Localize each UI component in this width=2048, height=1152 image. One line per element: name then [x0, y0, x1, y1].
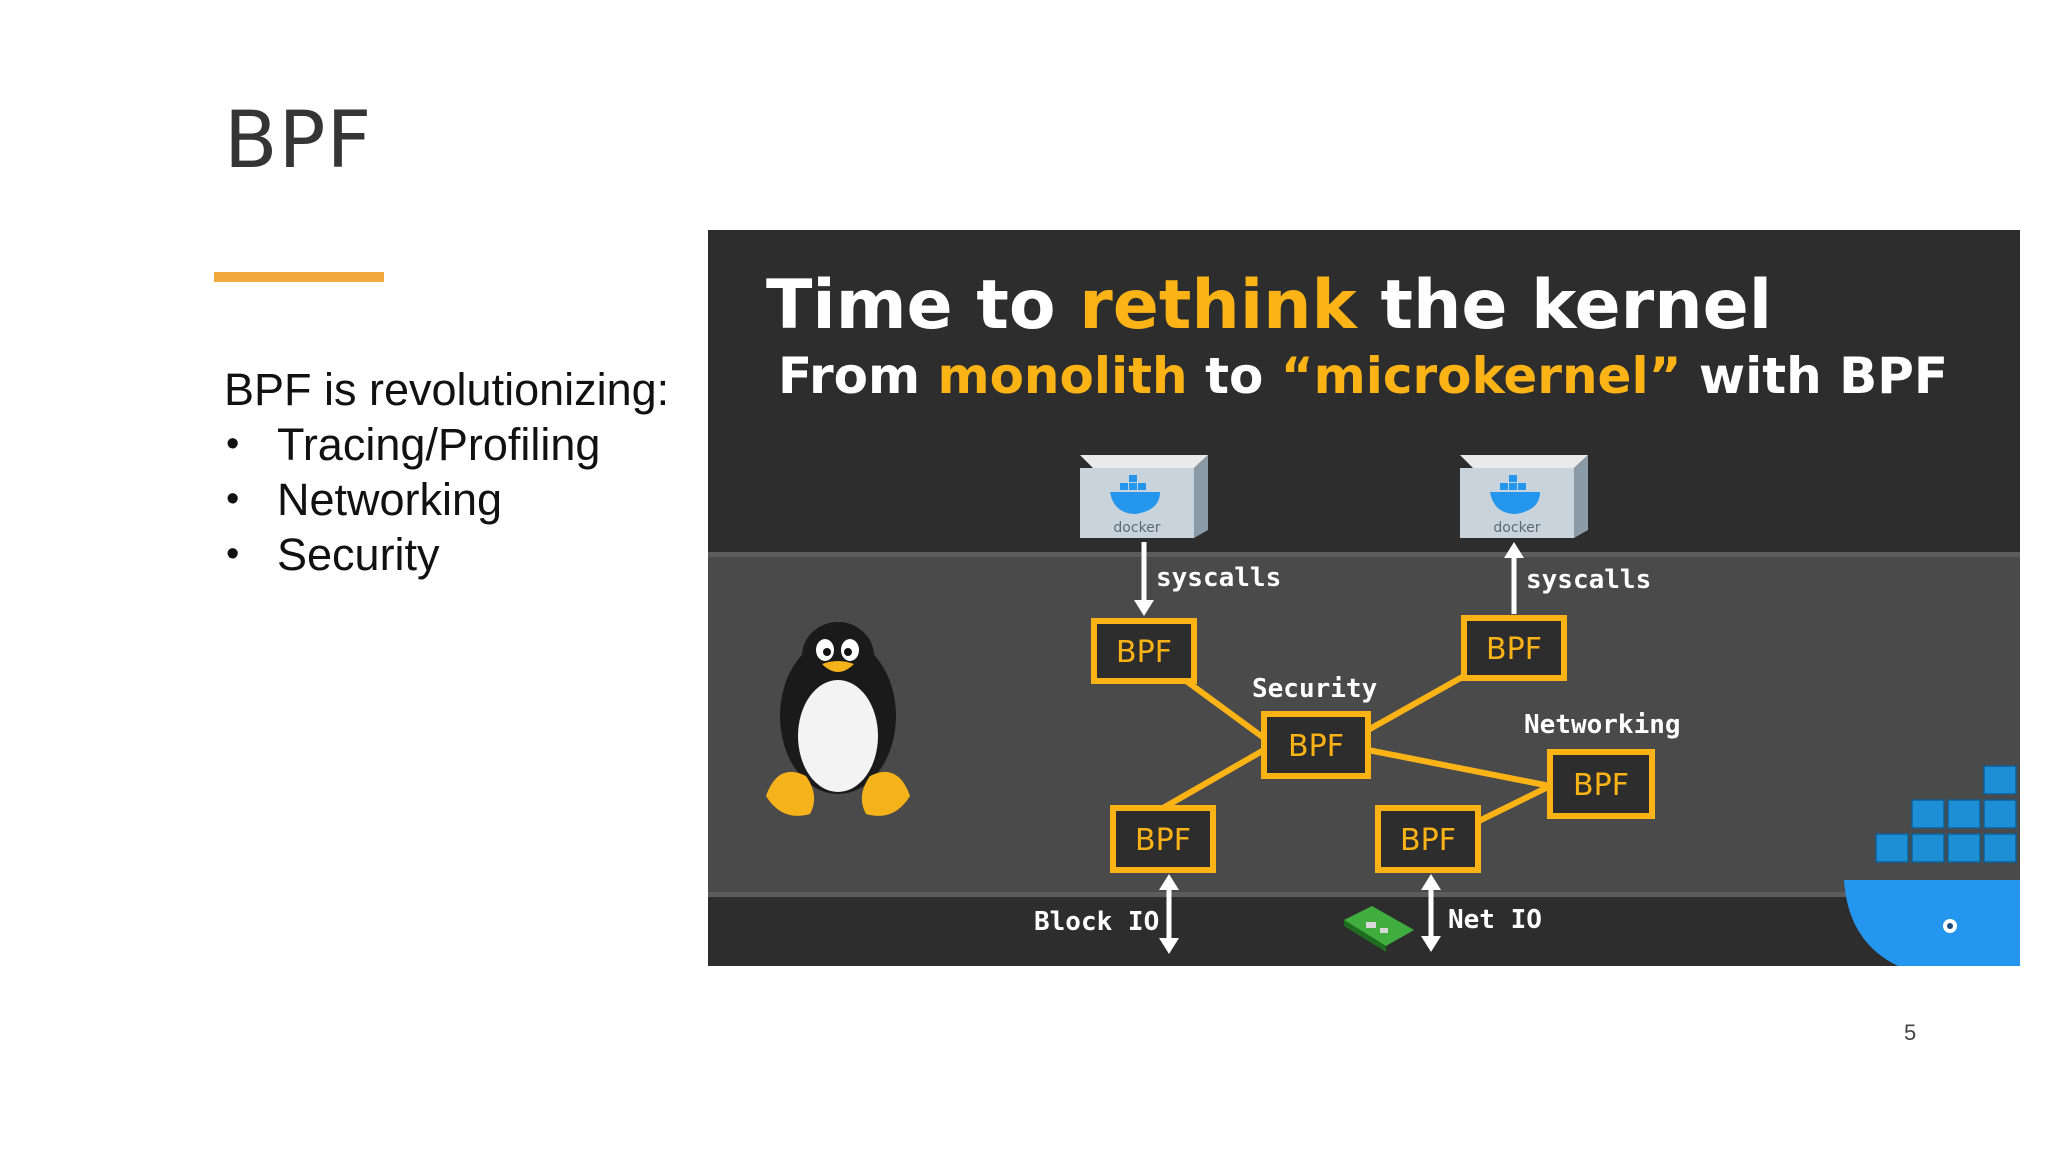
slide-title: BPF [224, 96, 373, 186]
syscalls-label-left: syscalls [1156, 563, 1281, 593]
kernel-band-top-edge [708, 552, 2020, 557]
bpf-box-syscalls-out: BPF [1461, 615, 1567, 681]
docker-whale-logo [1844, 765, 2020, 966]
docker-label: docker [1493, 520, 1540, 536]
bpf-box-security: BPF [1261, 711, 1371, 779]
networking-label: Networking [1524, 710, 1681, 740]
embedded-talk-screenshot: Time to rethink the kernel From monolith… [708, 230, 2020, 966]
docker-whale-icon [1110, 475, 1160, 514]
network-card-icon [1344, 906, 1414, 952]
syscalls-label-right: syscalls [1526, 565, 1651, 595]
slide-body: BPF is revolutionizing: Tracing/Profilin… [224, 362, 669, 582]
docker-container-right: docker [1460, 455, 1588, 538]
bullet-item: Networking [224, 472, 669, 527]
net-io-label: Net IO [1448, 905, 1542, 935]
syscalls-arrow-down [1134, 542, 1154, 616]
bpf-label: BPF [1573, 768, 1629, 803]
block-io-arrow [1159, 874, 1179, 954]
security-label: Security [1252, 674, 1377, 704]
bpf-box-block-io: BPF [1110, 805, 1216, 873]
kernel-band-bottom-edge [708, 892, 2020, 897]
title-accent-bar [214, 272, 384, 282]
talk-subheading: From monolith to “microkernel” with BPF [778, 347, 1948, 405]
docker-container-left: docker [1080, 455, 1208, 538]
docker-whale-icon [1490, 475, 1540, 514]
bullet-list: Tracing/Profiling Networking Security [224, 417, 669, 582]
page-number: 5 [1904, 1020, 1917, 1045]
bullet-item: Tracing/Profiling [224, 417, 669, 472]
tux-penguin-icon [766, 622, 910, 816]
intro-text: BPF is revolutionizing: [224, 364, 670, 415]
bullet-item: Security [224, 527, 669, 582]
bpf-label: BPF [1400, 823, 1456, 858]
bpf-label: BPF [1116, 635, 1172, 670]
bpf-label: BPF [1288, 729, 1344, 764]
net-io-arrow [1421, 874, 1441, 952]
bpf-label: BPF [1135, 823, 1191, 858]
block-io-label: Block IO [1034, 907, 1159, 937]
talk-heading: Time to rethink the kernel [766, 266, 1772, 345]
bpf-label: BPF [1486, 632, 1542, 667]
bpf-box-net-io: BPF [1375, 805, 1481, 873]
docker-label: docker [1113, 520, 1160, 536]
bpf-box-networking: BPF [1547, 749, 1655, 819]
bpf-box-syscalls-in: BPF [1091, 618, 1197, 684]
kernel-diagram: Time to rethink the kernel From monolith… [708, 230, 2020, 966]
syscalls-arrow-up [1504, 542, 1524, 614]
